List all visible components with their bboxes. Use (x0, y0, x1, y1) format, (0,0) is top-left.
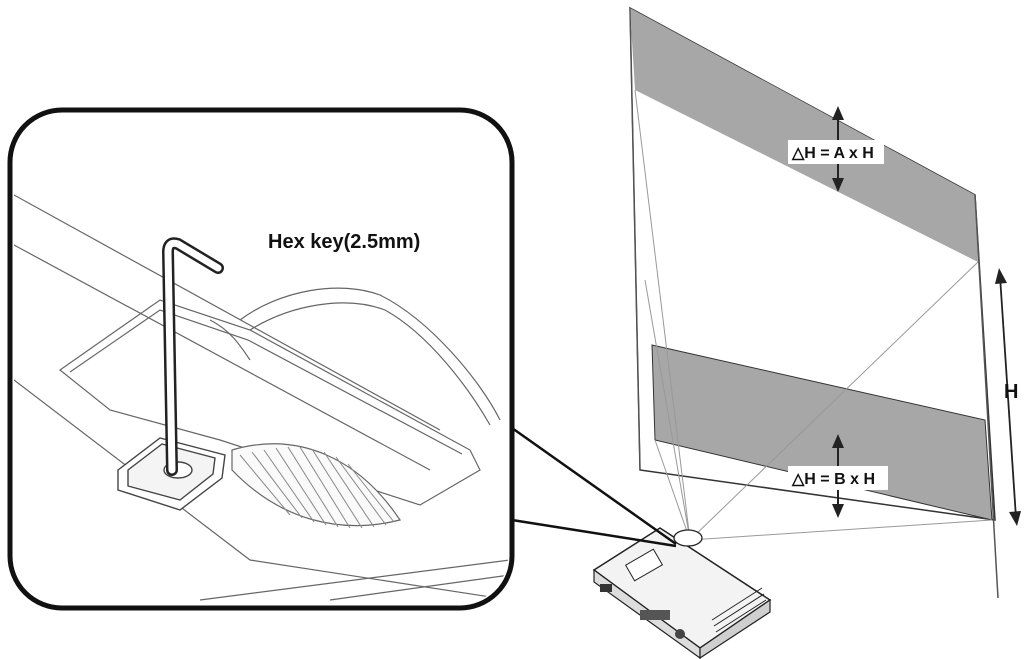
projector (592, 527, 772, 659)
hex-key-label: Hex key(2.5mm) (268, 231, 420, 253)
height-dimension: H (995, 268, 1021, 526)
top-shift-indicator: △H = A x H (788, 106, 884, 192)
hex-key-callout: Hex key(2.5mm) (7, 107, 515, 611)
hex-key-icon (162, 237, 224, 476)
top-shift-band (630, 8, 978, 262)
bottom-band-label: △H = B x H (791, 471, 875, 488)
height-label: H (1004, 381, 1018, 403)
top-band-label: △H = A x H (791, 145, 874, 162)
bottom-shift-indicator: △H = B x H (788, 434, 888, 518)
projection-screen (629, 6, 999, 599)
callout-connector (511, 426, 677, 548)
projection-rays (634, 89, 993, 541)
